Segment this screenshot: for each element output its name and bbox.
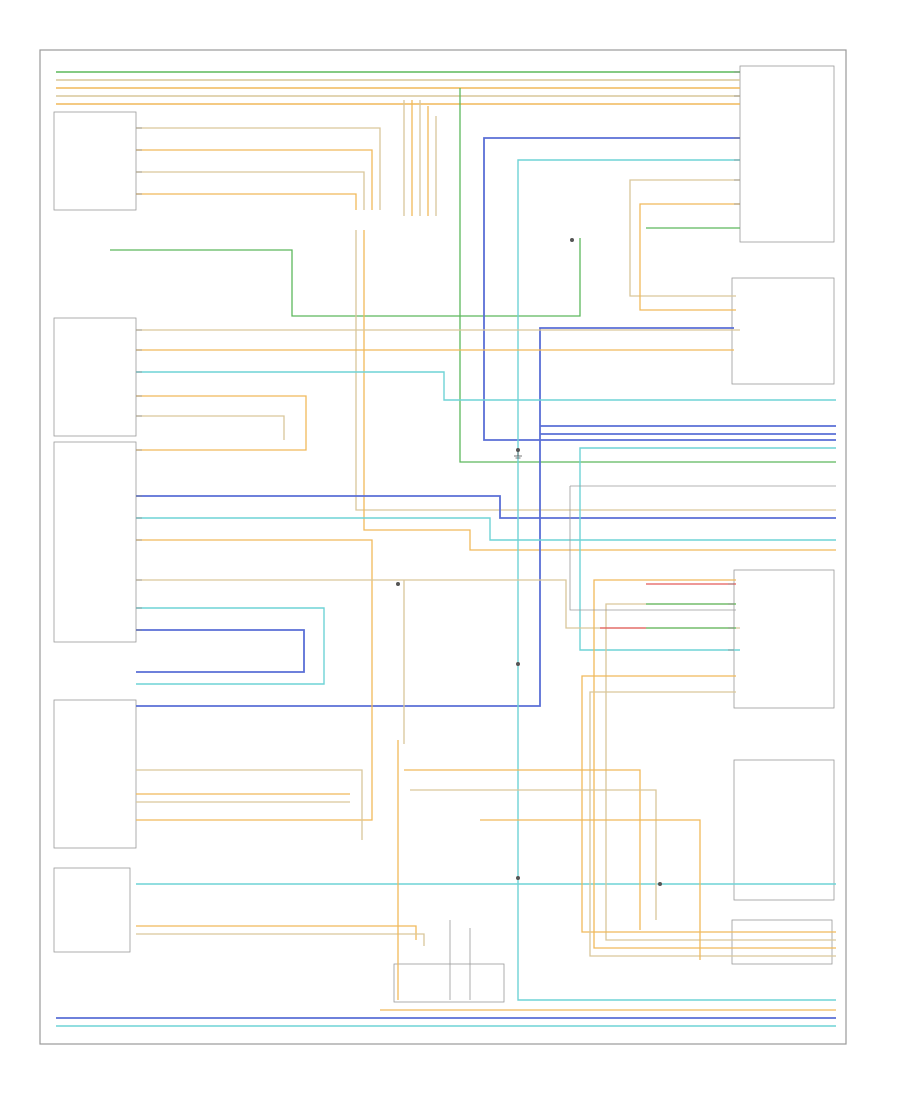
wire-lb-right (579, 447, 836, 651)
red-wires (600, 583, 736, 629)
splice-node (658, 882, 662, 886)
wire-or-ecm-3 (136, 395, 307, 451)
diagram-frame (39, 49, 847, 1045)
wire-cb-orange-down (363, 230, 836, 551)
module-left-mid (53, 441, 137, 643)
splice-node (570, 238, 574, 242)
module-boxes (53, 65, 835, 1003)
module-left-ecm (53, 317, 137, 437)
wire-lu-4 (136, 193, 357, 210)
wire-lu-3 (136, 171, 365, 210)
wire-cb-tan-down (355, 230, 836, 511)
wire-lb-loop (136, 607, 325, 685)
wire-cb-green (459, 88, 836, 463)
wire-gray-1 (569, 486, 736, 611)
wire-blue-loop (136, 629, 305, 673)
wire-or-ecm-4 (136, 415, 285, 440)
wire-lu-2 (136, 149, 373, 210)
wire-lu-1 (136, 127, 381, 210)
module-right-mid (733, 569, 835, 709)
wire-blue-top (483, 137, 836, 441)
wire-or-right-3 (593, 579, 836, 949)
wire-or-right-1 (629, 179, 740, 297)
splice-node (516, 662, 520, 666)
splice-node (516, 876, 520, 880)
top-bus-wires (56, 71, 740, 105)
module-right-trans (731, 277, 835, 385)
lightblue-wires (56, 159, 836, 1027)
wire-or-center-2 (410, 789, 657, 920)
wire-or-right-2 (639, 203, 740, 311)
orange-wires (136, 179, 836, 1011)
blue-wires (56, 137, 836, 1019)
wire-blue-mid (136, 495, 836, 519)
wire-lu-green (110, 238, 581, 317)
wire-lb-ecm (136, 371, 836, 401)
module-left-top (53, 111, 137, 211)
module-right-lower (733, 759, 835, 901)
wire-or-mid-3 (136, 769, 363, 840)
module-right-bottom (731, 919, 833, 965)
wire-blue-ecm (136, 327, 734, 707)
wire-or-right-5 (581, 675, 836, 933)
module-left-bottom (53, 867, 131, 953)
green-short-wires (646, 227, 740, 629)
ground-icon (514, 450, 522, 459)
splice-nodes (396, 238, 662, 886)
splice-node (396, 582, 400, 586)
wire-or-center-4 (136, 925, 417, 940)
wire-or-right-6 (589, 691, 836, 957)
module-right-top (739, 65, 835, 243)
wire-or-center-5 (136, 933, 425, 946)
connector-ticks (136, 71, 740, 651)
module-center-splice-box (393, 963, 505, 1003)
wire-or-center-3 (480, 819, 701, 960)
module-left-lower (53, 699, 137, 849)
left-upper-wires (110, 127, 581, 317)
central-bundle (355, 88, 836, 551)
wire-or-center-1 (404, 769, 641, 930)
wire-or-mid-1 (136, 539, 373, 821)
gray-wires (449, 485, 836, 1000)
wire-lb-mid (136, 517, 836, 541)
